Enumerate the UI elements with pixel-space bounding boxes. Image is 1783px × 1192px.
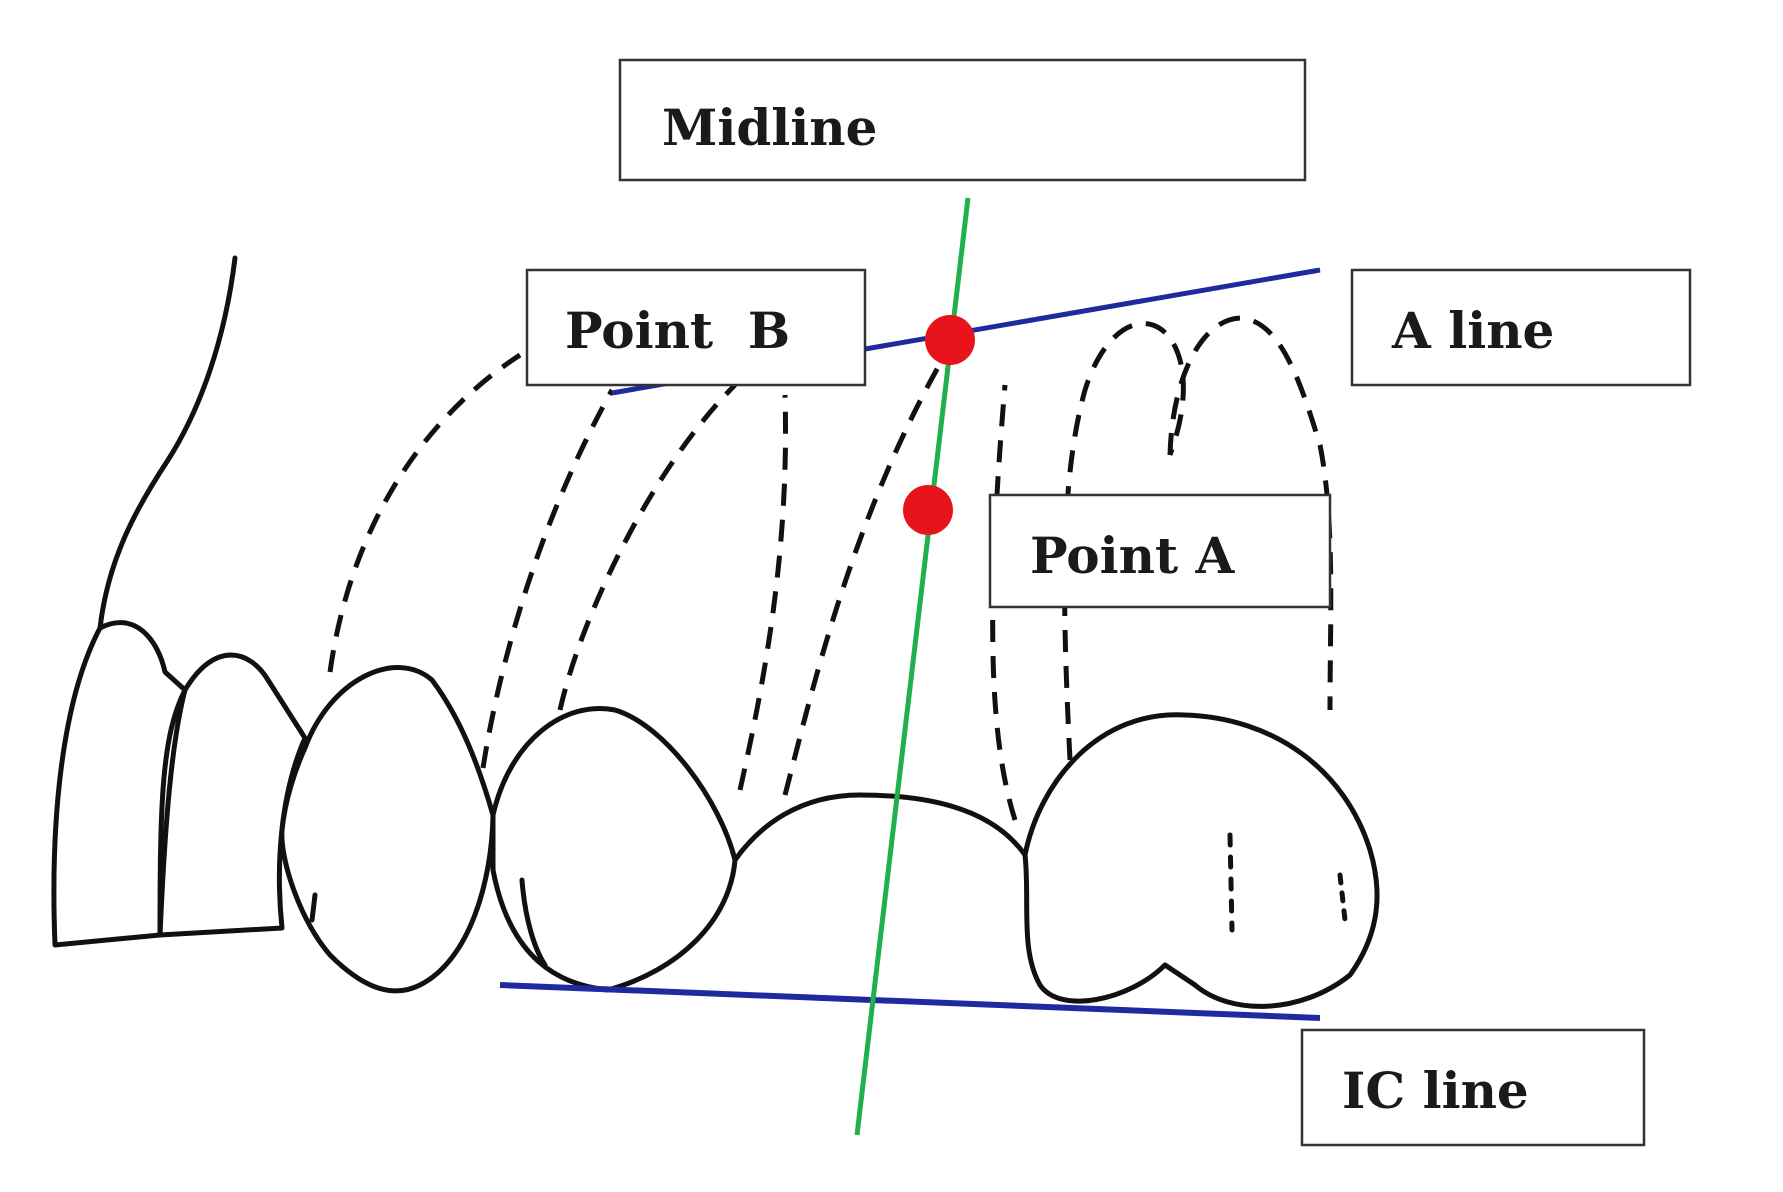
point-b-marker [925, 315, 975, 365]
point-a-label: Point A [1030, 526, 1235, 585]
label-midline: Midline [618, 58, 1307, 182]
midline-label: Midline [662, 98, 877, 157]
tooth-canine [279, 665, 496, 994]
tooth-right-molar [1022, 712, 1380, 1009]
point-b-label: Point B [565, 301, 790, 360]
label-point-a: Point A [988, 493, 1332, 609]
tooth-lateral-left [490, 706, 738, 993]
root-central-left [782, 353, 948, 796]
label-a-line: A line [1350, 268, 1692, 387]
tooth-central [732, 792, 1028, 863]
tooth-details [309, 832, 1348, 968]
label-ic-line: IC line [1300, 1028, 1646, 1147]
tooth-far-left [51, 620, 188, 948]
tooth-second-left [157, 652, 308, 938]
point-a-marker [903, 485, 953, 535]
root-central-right [990, 384, 1018, 821]
profile-contour [97, 255, 238, 631]
label-point-b: Point B [525, 268, 867, 387]
root-lateral-3 [737, 394, 789, 791]
root-lateral-1 [480, 388, 615, 769]
root-lateral-2 [557, 383, 737, 711]
ic-line-label: IC line [1342, 1061, 1529, 1120]
ic-line [499, 982, 1321, 1021]
root-canine [327, 352, 522, 673]
side-teeth [51, 620, 1380, 1009]
a-line-label: A line [1391, 301, 1554, 360]
